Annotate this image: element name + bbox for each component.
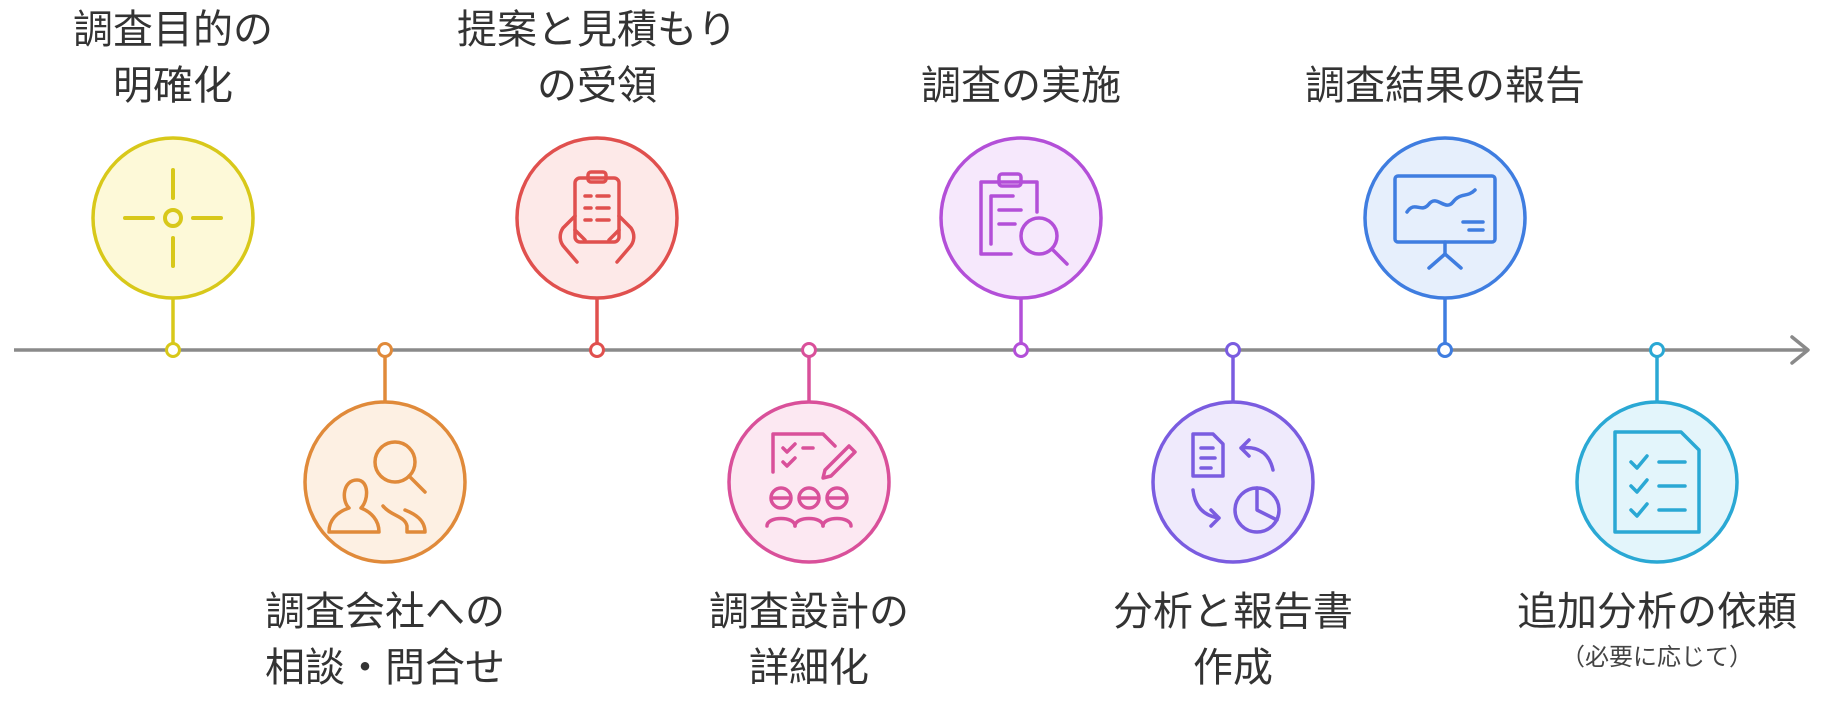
step-circle <box>939 136 1103 300</box>
step-circle <box>1151 400 1315 564</box>
timeline-step-7 <box>1363 136 1527 358</box>
crosshair-icon <box>123 168 223 268</box>
step-circle <box>1363 136 1527 300</box>
step-label-2: 調査会社への相談・問合せ <box>265 584 505 696</box>
step-label-line: 調査目的の <box>73 7 273 53</box>
timeline-node <box>377 342 393 358</box>
step-label-line: 調査会社への <box>265 589 505 635</box>
timeline-node <box>589 342 605 358</box>
timeline-step-6 <box>1151 342 1315 564</box>
timeline-step-1 <box>91 136 255 358</box>
step-label-note: （必要に応じて） <box>1561 643 1753 671</box>
step-label-line: 分析と報告書 <box>1113 589 1353 635</box>
step-label-line: 提案と見積もり <box>457 7 737 53</box>
clipboard-hands-icon <box>558 170 636 264</box>
timeline-step-8 <box>1575 342 1739 564</box>
step-label-line: 調査の実施 <box>921 63 1121 109</box>
timeline-node <box>1437 342 1453 358</box>
timeline-node <box>801 342 817 358</box>
presentation-board-icon <box>1393 174 1497 270</box>
timeline-step-3 <box>515 136 679 358</box>
step-label-line: 追加分析の依頼 <box>1517 589 1797 635</box>
timeline-node <box>165 342 181 358</box>
step-circle <box>91 136 255 300</box>
timeline-step-2 <box>303 342 467 564</box>
step-label-4: 調査設計の詳細化 <box>709 584 909 696</box>
step-label-line: の受領 <box>537 63 657 109</box>
step-circle <box>515 136 679 300</box>
step-circle <box>303 400 467 564</box>
timeline-step-5 <box>939 136 1103 358</box>
step-label-6: 分析と報告書作成 <box>1113 584 1353 696</box>
timeline-node <box>1649 342 1665 358</box>
step-label-line: 明確化 <box>113 63 233 109</box>
step-label-line: 相談・問合せ <box>265 645 505 691</box>
checklist-icon <box>1613 430 1701 534</box>
timeline-arrow-icon <box>1790 335 1810 365</box>
step-circle <box>727 400 891 564</box>
timeline-node <box>1225 342 1241 358</box>
step-label-5: 調査の実施 <box>921 58 1121 114</box>
step-label-line: 調査結果の報告 <box>1305 63 1585 109</box>
timeline-step-4 <box>727 342 891 564</box>
step-label-7: 調査結果の報告 <box>1305 58 1585 114</box>
clipboard-search-icon <box>979 172 1069 266</box>
planning-meeting-icon <box>765 432 857 528</box>
step-circle <box>1575 400 1739 564</box>
step-label-3: 提案と見積もりの受領 <box>457 2 737 114</box>
step-label-line: 詳細化 <box>749 645 869 691</box>
step-label-line: 調査設計の <box>709 589 909 635</box>
step-label-8: 追加分析の依頼 （必要に応じて） <box>1517 584 1797 674</box>
document-chart-cycle-icon <box>1191 432 1281 534</box>
timeline-node <box>1013 342 1029 358</box>
step-label-line: 作成 <box>1193 645 1273 691</box>
step-label-1: 調査目的の明確化 <box>73 2 273 114</box>
consultation-icon <box>327 440 427 534</box>
